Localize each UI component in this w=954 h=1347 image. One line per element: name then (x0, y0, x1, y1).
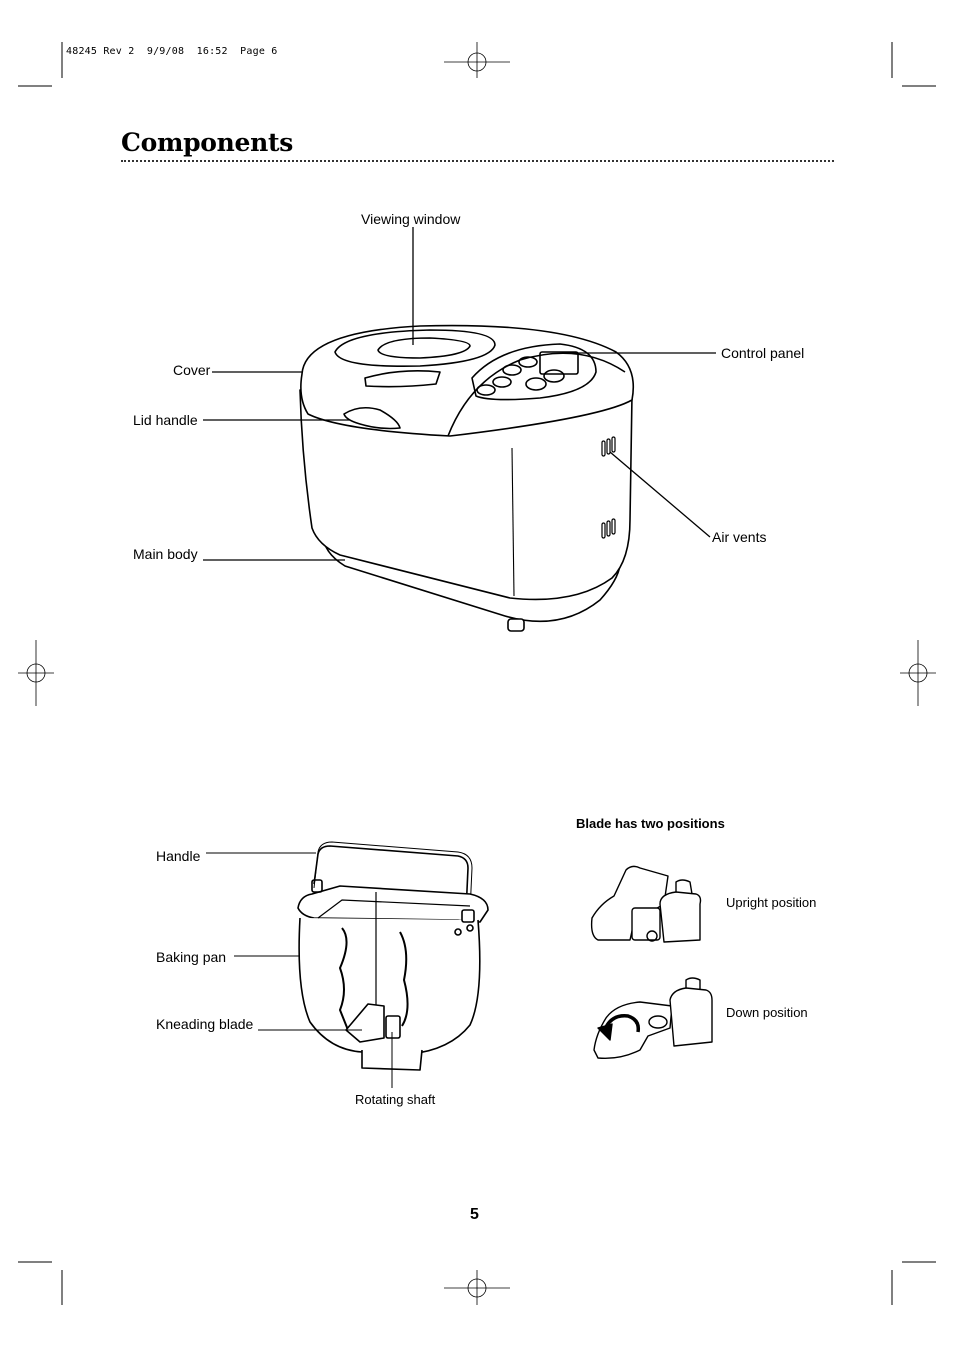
label-air-vents: Air vents (712, 529, 767, 545)
label-kneading-blade: Kneading blade (156, 1016, 254, 1032)
label-down-position: Down position (726, 1005, 808, 1020)
label-main-body: Main body (133, 546, 198, 562)
label-viewing-window: Viewing window (361, 211, 461, 227)
page-title: Components (121, 128, 294, 157)
blade-heading: Blade has two positions (576, 816, 725, 831)
blade-down-drawing (593, 977, 713, 1060)
bread-maker-drawing (299, 324, 635, 632)
label-upright-position: Upright position (726, 895, 817, 910)
blade-upright-drawing (590, 865, 702, 943)
baking-pan-drawing (297, 841, 489, 1071)
label-rotating-shaft: Rotating shaft (355, 1092, 436, 1107)
registration-marks (18, 42, 936, 1305)
machine-leaders (203, 227, 716, 561)
crop-marks (18, 42, 936, 1305)
label-handle: Handle (156, 848, 201, 864)
title-rule (121, 160, 834, 162)
pan-leaders (206, 852, 393, 1088)
label-baking-pan: Baking pan (156, 949, 227, 965)
page-number: 5 (470, 1206, 479, 1223)
label-control-panel: Control panel (721, 345, 805, 361)
label-lid-handle: Lid handle (133, 412, 198, 428)
printer-slug: 48245 Rev 2 9/9/08 16:52 Page 6 (66, 46, 278, 57)
label-cover: Cover (173, 362, 211, 378)
